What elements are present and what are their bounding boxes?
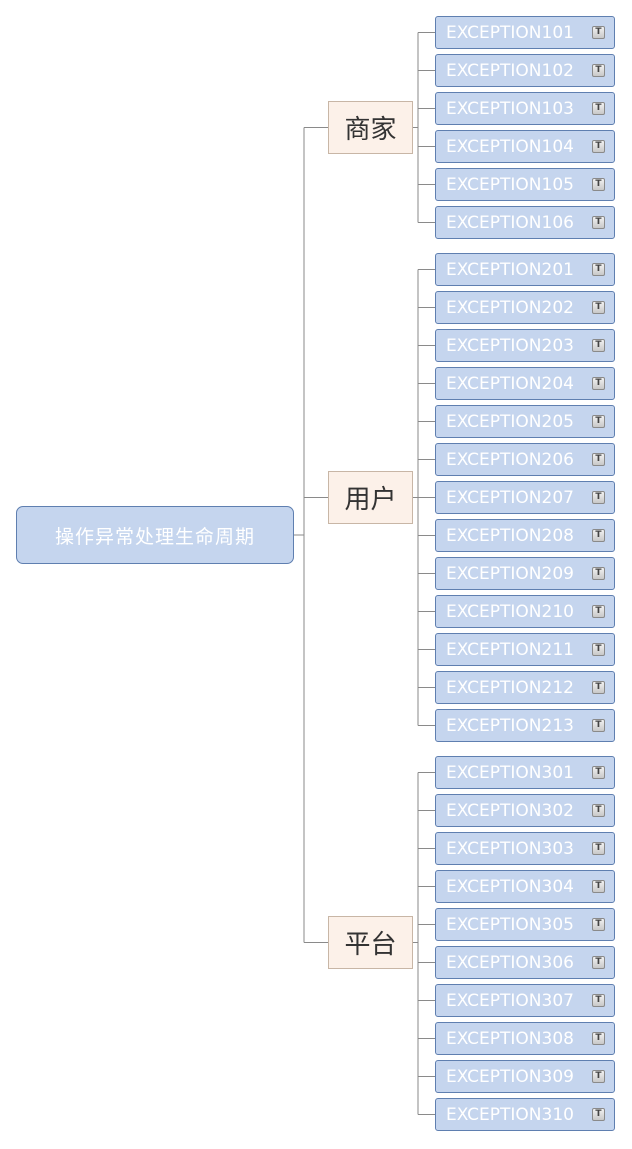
exception-topic[interactable]: EXCEPTION304 T: [435, 870, 615, 903]
exception-topic[interactable]: EXCEPTION205 T: [435, 405, 615, 438]
exception-topic-label: EXCEPTION203: [446, 335, 574, 356]
exception-topic-label: EXCEPTION306: [446, 952, 574, 973]
text-note-icon[interactable]: T: [592, 994, 605, 1007]
exception-topic-label: EXCEPTION105: [446, 174, 574, 195]
exception-topic[interactable]: EXCEPTION102 T: [435, 54, 615, 87]
text-note-icon[interactable]: T: [592, 64, 605, 77]
category-topic[interactable]: 用户: [328, 471, 413, 524]
exception-topic[interactable]: EXCEPTION204 T: [435, 367, 615, 400]
exception-topic-label: EXCEPTION304: [446, 876, 574, 897]
text-note-icon[interactable]: T: [592, 301, 605, 314]
exception-topic-label: EXCEPTION205: [446, 411, 574, 432]
text-note-icon[interactable]: T: [592, 529, 605, 542]
text-note-icon[interactable]: T: [592, 880, 605, 893]
exception-topic-label: EXCEPTION204: [446, 373, 574, 394]
root-topic-label: 操作异常处理生命周期: [54, 525, 255, 548]
text-note-icon[interactable]: T: [592, 1108, 605, 1121]
exception-topic[interactable]: EXCEPTION106 T: [435, 206, 615, 239]
exception-topic[interactable]: EXCEPTION307 T: [435, 984, 615, 1017]
exception-topic-label: EXCEPTION210: [446, 601, 574, 622]
text-note-icon[interactable]: T: [592, 26, 605, 39]
text-note-icon[interactable]: T: [592, 415, 605, 428]
exception-topic-label: EXCEPTION303: [446, 838, 574, 859]
text-note-icon[interactable]: T: [592, 918, 605, 931]
text-note-icon[interactable]: T: [592, 605, 605, 618]
exception-topic[interactable]: EXCEPTION201 T: [435, 253, 615, 286]
exception-topic[interactable]: EXCEPTION202 T: [435, 291, 615, 324]
root-topic[interactable]: 操作异常处理生命周期: [16, 506, 294, 564]
exception-topic[interactable]: EXCEPTION310 T: [435, 1098, 615, 1131]
exception-topic[interactable]: EXCEPTION203 T: [435, 329, 615, 362]
text-note-icon[interactable]: T: [592, 263, 605, 276]
exception-topic[interactable]: EXCEPTION210 T: [435, 595, 615, 628]
exception-topic[interactable]: EXCEPTION212 T: [435, 671, 615, 704]
text-note-icon[interactable]: T: [592, 804, 605, 817]
exception-topic[interactable]: EXCEPTION308 T: [435, 1022, 615, 1055]
category-topic[interactable]: 商家: [328, 101, 413, 154]
exception-topic[interactable]: EXCEPTION105 T: [435, 168, 615, 201]
exception-topic[interactable]: EXCEPTION213 T: [435, 709, 615, 742]
exception-topic-label: EXCEPTION206: [446, 449, 574, 470]
text-note-icon[interactable]: T: [592, 1032, 605, 1045]
category-topic[interactable]: 平台: [328, 916, 413, 969]
exception-topic-label: EXCEPTION106: [446, 212, 574, 233]
exception-topic-label: EXCEPTION208: [446, 525, 574, 546]
exception-topic-label: EXCEPTION212: [446, 677, 574, 698]
exception-topic[interactable]: EXCEPTION101 T: [435, 16, 615, 49]
exception-topic-label: EXCEPTION308: [446, 1028, 574, 1049]
exception-topic-label: EXCEPTION211: [446, 639, 574, 660]
exception-topic-label: EXCEPTION207: [446, 487, 574, 508]
exception-topic-label: EXCEPTION101: [446, 22, 574, 43]
text-note-icon[interactable]: T: [592, 178, 605, 191]
text-note-icon[interactable]: T: [592, 339, 605, 352]
exception-topic[interactable]: EXCEPTION207 T: [435, 481, 615, 514]
text-note-icon[interactable]: T: [592, 643, 605, 656]
exception-topic-label: EXCEPTION103: [446, 98, 574, 119]
category-topic-label: 平台: [344, 930, 397, 960]
exception-topic-label: EXCEPTION102: [446, 60, 574, 81]
exception-topic-label: EXCEPTION201: [446, 259, 574, 280]
exception-topic[interactable]: EXCEPTION309 T: [435, 1060, 615, 1093]
text-note-icon[interactable]: T: [592, 956, 605, 969]
exception-topic-label: EXCEPTION301: [446, 762, 574, 783]
exception-topic-label: EXCEPTION310: [446, 1104, 574, 1125]
exception-topic[interactable]: EXCEPTION305 T: [435, 908, 615, 941]
exception-topic[interactable]: EXCEPTION303 T: [435, 832, 615, 865]
text-note-icon[interactable]: T: [592, 491, 605, 504]
text-note-icon[interactable]: T: [592, 102, 605, 115]
text-note-icon[interactable]: T: [592, 1070, 605, 1083]
exception-topic-label: EXCEPTION302: [446, 800, 574, 821]
text-note-icon[interactable]: T: [592, 377, 605, 390]
text-note-icon[interactable]: T: [592, 567, 605, 580]
text-note-icon[interactable]: T: [592, 216, 605, 229]
exception-topic-label: EXCEPTION305: [446, 914, 574, 935]
text-note-icon[interactable]: T: [592, 681, 605, 694]
exception-topic[interactable]: EXCEPTION206 T: [435, 443, 615, 476]
text-note-icon[interactable]: T: [592, 842, 605, 855]
category-topic-label: 商家: [344, 115, 397, 145]
text-note-icon[interactable]: T: [592, 140, 605, 153]
text-note-icon[interactable]: T: [592, 766, 605, 779]
exception-topic-label: EXCEPTION202: [446, 297, 574, 318]
exception-topic-label: EXCEPTION209: [446, 563, 574, 584]
exception-topic[interactable]: EXCEPTION301 T: [435, 756, 615, 789]
text-note-icon[interactable]: T: [592, 453, 605, 466]
exception-topic[interactable]: EXCEPTION209 T: [435, 557, 615, 590]
exception-topic-label: EXCEPTION309: [446, 1066, 574, 1087]
exception-topic-label: EXCEPTION213: [446, 715, 574, 736]
exception-topic[interactable]: EXCEPTION302 T: [435, 794, 615, 827]
exception-topic[interactable]: EXCEPTION104 T: [435, 130, 615, 163]
category-topic-label: 用户: [344, 485, 397, 515]
exception-topic[interactable]: EXCEPTION103 T: [435, 92, 615, 125]
exception-topic-label: EXCEPTION104: [446, 136, 574, 157]
exception-topic-label: EXCEPTION307: [446, 990, 574, 1011]
text-note-icon[interactable]: T: [592, 719, 605, 732]
exception-topic[interactable]: EXCEPTION211 T: [435, 633, 615, 666]
exception-topic[interactable]: EXCEPTION306 T: [435, 946, 615, 979]
exception-topic[interactable]: EXCEPTION208 T: [435, 519, 615, 552]
